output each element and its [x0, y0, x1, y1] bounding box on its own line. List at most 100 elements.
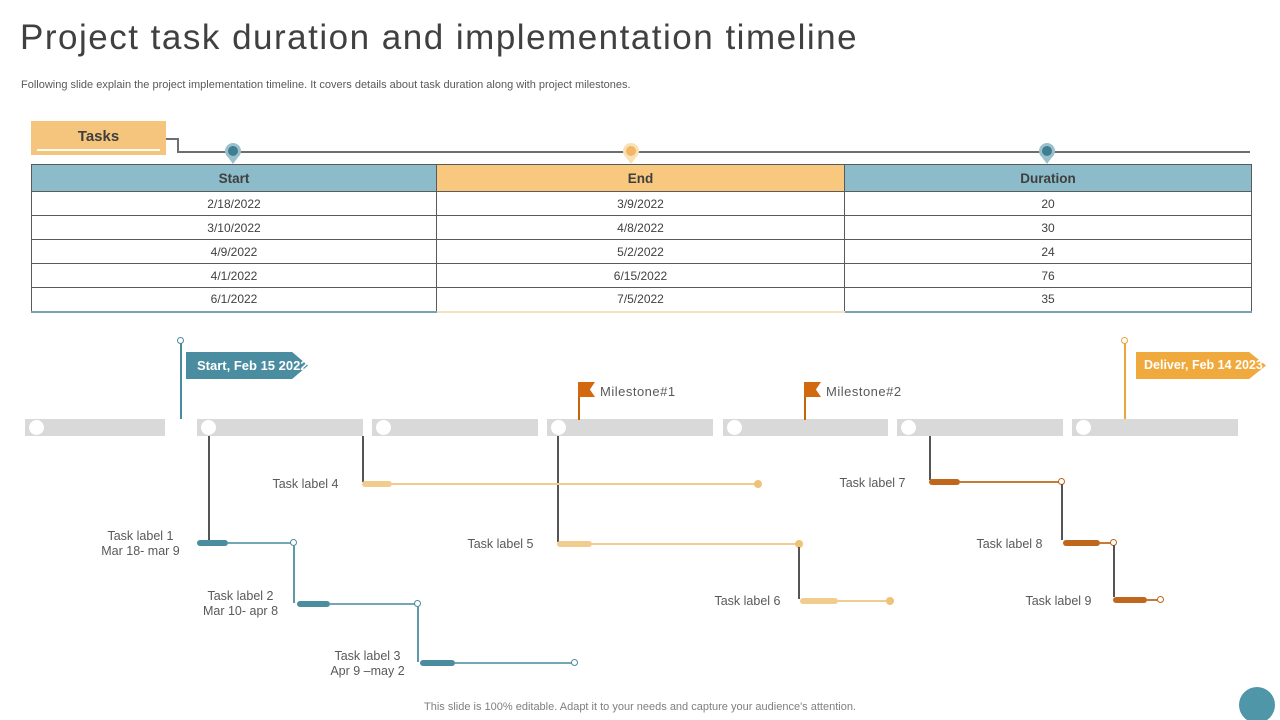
cell-end: 3/9/2022 — [436, 191, 845, 216]
timeline-node-icon — [29, 420, 44, 435]
task-label-4: Task label 4 — [248, 477, 363, 492]
cell-duration: 76 — [844, 263, 1252, 288]
task-label-text: Task label 6 — [714, 594, 781, 608]
task-bar-8 — [1063, 540, 1100, 546]
task-connector-2-3 — [417, 606, 419, 662]
task-end-dot-4 — [754, 480, 762, 488]
timeline-segment — [372, 419, 538, 436]
task-label-dates: Mar 18- mar 9 — [101, 544, 180, 558]
tasks-section-label: Tasks — [31, 121, 166, 155]
timeline-node-icon — [551, 420, 566, 435]
feeder-line-task7 — [929, 436, 931, 480]
milestone2-label: Milestone#2 — [826, 384, 902, 399]
column-header-start: Start — [31, 164, 437, 192]
task-label-7: Task label 7 — [815, 476, 930, 491]
start-line — [180, 343, 182, 419]
pin-chevron — [625, 156, 637, 164]
task-line-7 — [960, 481, 1060, 483]
tasks-label-underline — [37, 149, 160, 151]
pin-core — [1042, 146, 1052, 156]
task-line-2 — [330, 603, 416, 605]
page-title: Project task duration and implementation… — [20, 18, 859, 57]
task-bar-4 — [362, 481, 392, 487]
task-label-text: Task label 1 — [107, 529, 174, 543]
task-label-dates: Apr 9 –may 2 — [330, 664, 405, 678]
cell-end: 7/5/2022 — [436, 287, 845, 313]
task-line-9 — [1147, 599, 1159, 601]
timeline-node-icon — [727, 420, 742, 435]
timeline-segment — [1072, 419, 1238, 436]
timeline-segment — [547, 419, 713, 436]
task-bar-2 — [297, 601, 330, 607]
map-pin-icon-end-column — [622, 143, 640, 167]
map-pin-icon-duration-column — [1038, 143, 1056, 167]
milestone-flag-icon — [804, 382, 821, 397]
cell-duration: 35 — [844, 287, 1252, 313]
table-row: 6/1/2022 7/5/2022 35 — [31, 287, 1252, 313]
cell-start: 4/1/2022 — [31, 263, 437, 288]
task-label-2: Task label 2 Mar 10- apr 8 — [183, 589, 298, 619]
table-row: 3/10/2022 4/8/2022 30 — [31, 215, 1252, 240]
timeline-node-icon — [376, 420, 391, 435]
milestone-flag-pole — [578, 397, 580, 420]
task-line-3 — [455, 662, 573, 664]
task-table: Start End Duration 2/18/2022 3/9/2022 20… — [31, 164, 1252, 313]
deliver-line — [1124, 343, 1126, 419]
task-label-text: Task label 8 — [976, 537, 1043, 551]
timeline-node-icon — [1076, 420, 1091, 435]
task-bar-7 — [929, 479, 960, 485]
table-row: 4/1/2022 6/15/2022 76 — [31, 263, 1252, 288]
task-label-1: Task label 1 Mar 18- mar 9 — [83, 529, 198, 559]
timeline-segment — [25, 419, 165, 436]
task-bar-6 — [800, 598, 838, 604]
cell-start: 6/1/2022 — [31, 287, 437, 313]
pin-core — [626, 146, 636, 156]
pin-chevron — [227, 156, 239, 164]
task-bar-3 — [420, 660, 455, 666]
map-pin-icon-start-column — [224, 143, 242, 167]
timeline-node-icon — [901, 420, 916, 435]
table-row: 4/9/2022 5/2/2022 24 — [31, 239, 1252, 264]
cell-start: 3/10/2022 — [31, 215, 437, 240]
task-line-4 — [392, 483, 756, 485]
task-line-5 — [592, 543, 797, 545]
cell-start: 2/18/2022 — [31, 191, 437, 216]
timeline-segment — [197, 419, 363, 436]
timeline-segment — [723, 419, 888, 436]
deliver-banner: Deliver, Feb 14 2023 — [1136, 352, 1266, 379]
task-end-circle-3 — [571, 659, 578, 666]
task-bar-5 — [557, 541, 592, 547]
task-label-5: Task label 5 — [443, 537, 558, 552]
task-label-text: Task label 4 — [272, 477, 339, 491]
task-label-text: Task label 7 — [839, 476, 906, 490]
task-end-dot-5 — [795, 540, 803, 548]
cell-start: 4/9/2022 — [31, 239, 437, 264]
cell-duration: 30 — [844, 215, 1252, 240]
timeline-segment — [897, 419, 1063, 436]
milestone-flag-icon — [578, 382, 595, 397]
task-label-text: Task label 9 — [1025, 594, 1092, 608]
column-header-duration: Duration — [844, 164, 1252, 192]
task-label-text: Task label 5 — [467, 537, 534, 551]
task-bar-1 — [197, 540, 228, 546]
pin-chevron — [1041, 156, 1053, 164]
pin-core — [228, 146, 238, 156]
cell-end: 5/2/2022 — [436, 239, 845, 264]
elbow-connector-vertical — [177, 138, 179, 153]
task-connector-8-9 — [1113, 545, 1115, 597]
milestone1-label: Milestone#1 — [600, 384, 676, 399]
milestone-flag-pole — [804, 397, 806, 420]
start-banner-label: Start, Feb 15 2022 — [197, 358, 308, 373]
table-row: 2/18/2022 3/9/2022 20 — [31, 191, 1252, 216]
feeder-line-task5 — [557, 436, 559, 542]
task-label-3: Task label 3 Apr 9 –may 2 — [310, 649, 425, 679]
feeder-line-task4 — [362, 436, 364, 482]
task-label-6: Task label 6 — [690, 594, 805, 609]
task-end-dot-6 — [886, 597, 894, 605]
task-connector-5-6 — [798, 547, 800, 599]
deliver-banner-label: Deliver, Feb 14 2023 — [1144, 358, 1263, 372]
subtitle: Following slide explain the project impl… — [21, 79, 631, 91]
task-line-6 — [838, 600, 888, 602]
task-label-text: Task label 3 — [334, 649, 401, 663]
